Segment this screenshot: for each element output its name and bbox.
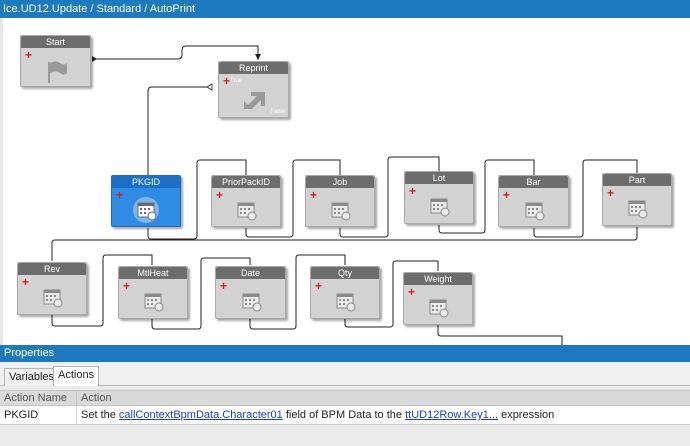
workflow-canvas[interactable]: Start + Reprint + True False PKGID + Pri… bbox=[0, 18, 690, 345]
node-part[interactable]: Part + bbox=[602, 173, 672, 226]
node-reprint[interactable]: Reprint + True False bbox=[218, 61, 289, 118]
node-priorpackid[interactable]: PriorPackID + bbox=[211, 175, 281, 227]
actions-table: Action Name Action PKGID Set the callCon… bbox=[0, 386, 690, 446]
action-text: field of BPM Data to the bbox=[282, 409, 406, 421]
connector-qty-weight bbox=[344, 260, 439, 328]
plus-icon[interactable]: + bbox=[503, 188, 511, 202]
connector-job-lot bbox=[339, 156, 440, 238]
node-lot-title: Lot bbox=[405, 172, 473, 184]
action-name-cell: PKGID bbox=[0, 406, 77, 425]
plus-icon[interactable]: + bbox=[409, 184, 417, 198]
plus-icon[interactable]: + bbox=[607, 186, 615, 200]
set-field-icon bbox=[237, 202, 257, 221]
connector-part-rev bbox=[51, 227, 638, 261]
plus-icon[interactable]: + bbox=[123, 279, 131, 293]
connector-mtlheat-date bbox=[151, 257, 251, 330]
node-part-title: Part bbox=[603, 174, 671, 186]
node-start[interactable]: Start + bbox=[20, 35, 91, 87]
flag-icon bbox=[47, 61, 67, 83]
expression-link[interactable]: ttUD12Row.Key1... bbox=[405, 409, 499, 421]
node-rev-title: Rev bbox=[18, 263, 86, 275]
set-field-icon bbox=[144, 293, 164, 312]
condition-arrow-icon bbox=[243, 92, 265, 109]
node-rev[interactable]: Rev + bbox=[17, 262, 87, 315]
action-description-cell: Set the callContextBpmData.Character01 f… bbox=[77, 406, 690, 425]
false-branch-label: False bbox=[270, 109, 285, 115]
plus-icon[interactable]: + bbox=[25, 48, 33, 62]
node-mtlheat-title: MtlHeat bbox=[119, 267, 187, 279]
node-job[interactable]: Job + bbox=[305, 175, 375, 227]
node-reprint-title: Reprint bbox=[219, 62, 288, 74]
arrowhead-reprint-left bbox=[206, 83, 213, 91]
set-field-icon bbox=[429, 299, 449, 318]
set-field-icon bbox=[628, 200, 648, 219]
set-field-icon bbox=[336, 293, 356, 312]
set-field-icon bbox=[242, 293, 261, 312]
connector-rev-mtlheat bbox=[51, 254, 153, 327]
set-field-icon bbox=[525, 202, 544, 221]
node-weight-title: Weight bbox=[404, 273, 472, 285]
node-qty[interactable]: Qty + bbox=[310, 266, 380, 319]
properties-panel-title: Properties bbox=[0, 345, 690, 362]
column-header-action[interactable]: Action bbox=[81, 392, 112, 404]
plus-icon[interactable]: + bbox=[220, 279, 228, 293]
tab-variables[interactable]: Variables bbox=[4, 368, 60, 386]
action-text: expression bbox=[498, 409, 555, 421]
window-title: Ice.UD12.Update / Standard / AutoPrint bbox=[0, 0, 690, 18]
canvas-scrollbar[interactable] bbox=[0, 18, 3, 345]
node-date[interactable]: Date + bbox=[215, 266, 286, 319]
arrowhead-reprint-in bbox=[255, 54, 261, 60]
connector-reprint-pkgid bbox=[147, 86, 212, 176]
properties-tabs: Variables Actions bbox=[0, 362, 690, 387]
tab-actions[interactable]: Actions bbox=[53, 366, 100, 387]
connector-lines bbox=[51, 45, 638, 345]
plus-icon[interactable]: + bbox=[223, 74, 231, 88]
node-date-title: Date bbox=[216, 267, 285, 279]
set-field-icon bbox=[43, 289, 63, 308]
set-field-icon bbox=[430, 198, 450, 217]
plus-icon[interactable]: + bbox=[116, 188, 124, 202]
connector-date-qty bbox=[249, 254, 346, 330]
node-pkgid-title: PKGID bbox=[112, 176, 180, 188]
set-field-icon bbox=[331, 202, 351, 221]
plus-icon[interactable]: + bbox=[22, 275, 30, 289]
node-bar-title: Bar bbox=[499, 176, 568, 188]
node-pkgid[interactable]: PKGID + bbox=[111, 175, 181, 227]
plus-icon[interactable]: + bbox=[216, 188, 224, 202]
connector-start-reprint bbox=[96, 45, 259, 60]
connector-bar-part bbox=[533, 159, 638, 238]
column-header-action-name[interactable]: Action Name bbox=[0, 391, 77, 406]
plus-icon[interactable]: + bbox=[408, 285, 416, 299]
action-text: Set the bbox=[81, 409, 119, 421]
node-priorpackid-title: PriorPackID bbox=[212, 176, 280, 188]
node-mtlheat[interactable]: MtlHeat + bbox=[118, 266, 188, 319]
connector-pkgid-priorpackid bbox=[147, 159, 247, 240]
set-field-icon bbox=[133, 197, 159, 223]
true-branch-label: True bbox=[230, 78, 243, 84]
node-weight[interactable]: Weight + bbox=[403, 272, 473, 325]
plus-icon[interactable]: + bbox=[310, 188, 318, 202]
connector-lot-bar bbox=[438, 159, 535, 234]
field-link[interactable]: callContextBpmData.Character01 bbox=[118, 409, 283, 421]
node-job-title: Job bbox=[306, 176, 374, 188]
actions-table-header: Action Name Action bbox=[0, 390, 690, 406]
table-row[interactable]: PKGID Set the callContextBpmData.Charact… bbox=[0, 406, 690, 425]
node-lot[interactable]: Lot + bbox=[404, 171, 474, 224]
node-start-title: Start bbox=[21, 36, 90, 48]
arrowhead-start-out bbox=[92, 56, 97, 62]
node-bar[interactable]: Bar + bbox=[498, 175, 569, 227]
connector-priorpackid-job bbox=[245, 159, 341, 238]
node-qty-title: Qty bbox=[311, 267, 379, 279]
connector-weight-next bbox=[437, 325, 563, 345]
plus-icon[interactable]: + bbox=[315, 279, 323, 293]
